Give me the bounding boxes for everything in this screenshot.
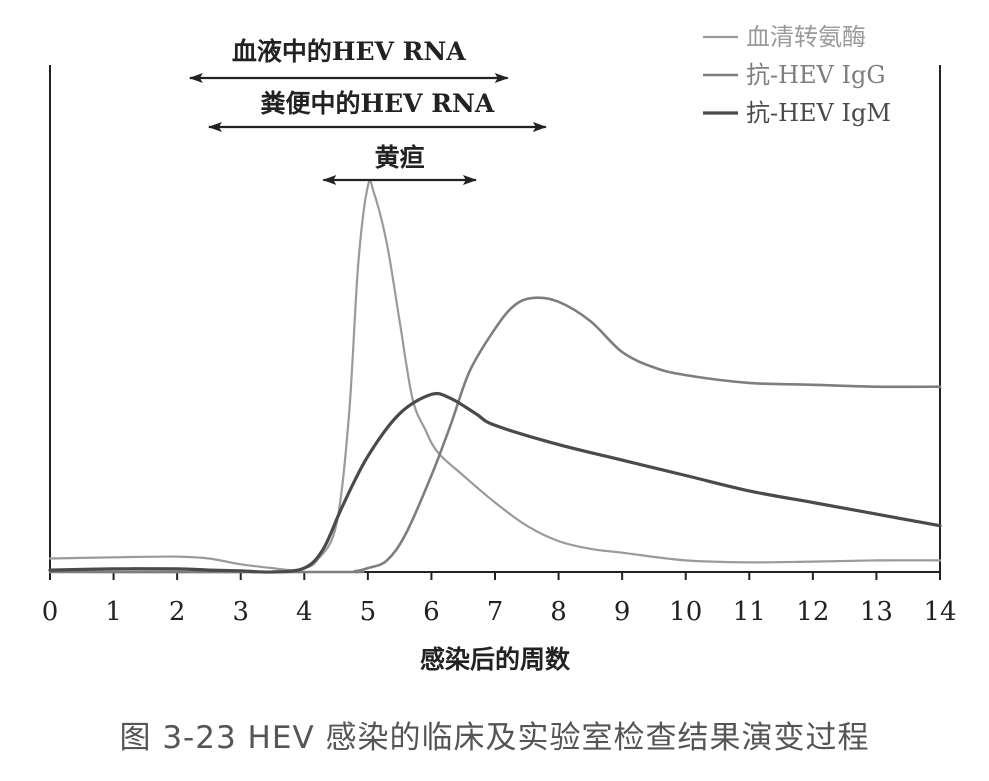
legend-label: 血清转氨酶: [746, 23, 866, 51]
x-tick-label: 7: [487, 597, 504, 627]
x-tick-label: 12: [796, 597, 829, 627]
x-tick-label: 13: [860, 597, 893, 627]
series-line-transaminase: [48, 179, 942, 572]
legend-label: 抗-HEV IgM: [746, 99, 891, 127]
x-axis-title: 感染后的周数: [420, 645, 571, 674]
x-tick-label: 8: [550, 597, 567, 627]
x-tick-label: 0: [42, 597, 59, 627]
annotation-blood-rna-label: 血液中的HEV RNA: [232, 37, 466, 66]
series-line-igm: [48, 391, 942, 574]
legend-label: 抗-HEV IgG: [746, 61, 886, 89]
figure-caption: 图 3-23 HEV 感染的临床及实验室检查结果演变过程: [119, 720, 870, 756]
series-lines: [48, 179, 942, 574]
annotation-jaundice-label: 黄疸: [375, 143, 425, 172]
x-tick-label: 14: [923, 597, 956, 627]
annotations: 血液中的HEV RNA 粪便中的HEV RNA 黄疸: [188, 37, 547, 185]
x-tick-label: 2: [169, 597, 186, 627]
legend-item-transaminase: 血清转氨酶: [703, 23, 866, 51]
x-tick-label: 4: [296, 597, 313, 627]
legend-item-igm: 抗-HEV IgM: [703, 99, 891, 127]
legend-item-igg: 抗-HEV IgG: [703, 61, 886, 89]
x-tick-label: 1: [105, 597, 122, 627]
x-tick-label: 9: [614, 597, 631, 627]
x-tick-label: 10: [669, 597, 702, 627]
x-tick-label: 11: [733, 597, 766, 627]
annotation-stool-rna-label: 粪便中的HEV RNA: [260, 89, 494, 118]
x-tick-label: 6: [423, 597, 440, 627]
x-tick-label: 5: [360, 597, 377, 627]
x-tick-label: 3: [232, 597, 249, 627]
series-line-igg: [48, 296, 942, 574]
